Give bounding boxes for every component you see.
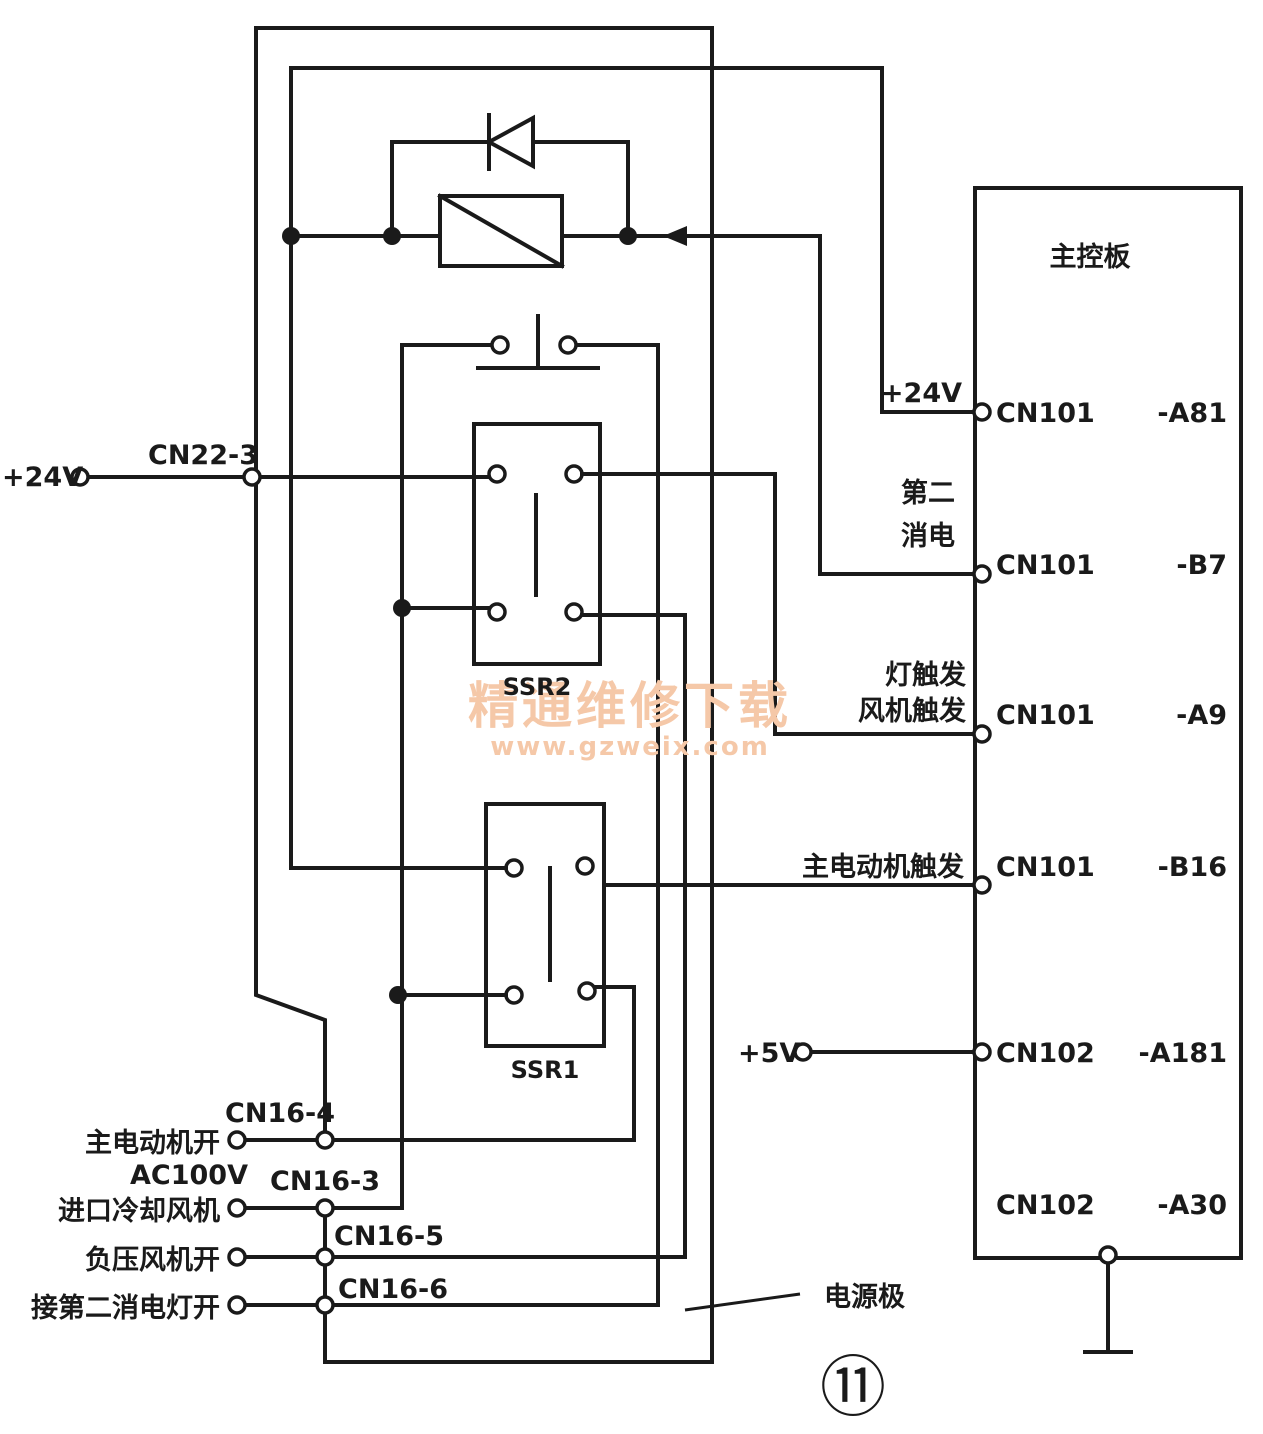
junction-dot — [393, 599, 411, 617]
figure-number: ⑪ — [820, 1349, 886, 1426]
lamp-terminal — [227, 1295, 247, 1315]
pin-label: -A81 — [1157, 398, 1227, 429]
cn16-4-label: CN16-4 — [225, 1098, 335, 1129]
junction-dot — [619, 227, 637, 245]
diode-icon — [484, 114, 535, 170]
wire-second-discharge — [818, 234, 980, 576]
connector-label: CN101 — [996, 550, 1095, 581]
switch-terminal-left — [490, 335, 510, 355]
second-discharge-lamp-label: 接第二消电灯开 — [31, 1292, 220, 1324]
cn101-a81-terminal — [972, 402, 992, 422]
junction-dot — [282, 227, 300, 245]
cn16-5-label: CN16-5 — [334, 1221, 444, 1252]
watermark-title: 精通维修下载 — [468, 676, 792, 735]
wire-24v-top — [289, 66, 980, 870]
pin-label: -B7 — [1176, 550, 1227, 581]
cn101-b7-terminal — [972, 564, 992, 584]
ssr1-box — [484, 802, 606, 1048]
power-board-pointer — [684, 1292, 801, 1312]
wire-ssr2-out — [580, 613, 687, 1259]
inlet-fan-terminal — [227, 1198, 247, 1218]
pin-label: -A181 — [1139, 1038, 1227, 1069]
ssr2-label: SSR2 — [503, 673, 572, 701]
ssr1-terminal — [504, 985, 524, 1005]
ground-terminal — [1098, 1245, 1118, 1265]
connector-label: CN102 — [996, 1190, 1095, 1221]
v5-label: +5V — [738, 1038, 800, 1069]
connector-label: CN101 — [996, 398, 1095, 429]
power-board-label: 电源极 — [824, 1282, 905, 1313]
wire-switch-left — [400, 343, 502, 997]
main-board-title: 主控板 — [1050, 242, 1131, 273]
inlet-cooling-fan-label: 进口冷却风机 — [58, 1196, 220, 1227]
pin-label: -A30 — [1157, 1190, 1227, 1221]
arrow-icon — [663, 226, 687, 246]
second-discharge-label-2: 消电 — [901, 521, 955, 552]
connector-label: CN101 — [996, 852, 1095, 883]
main-motor-trigger-label: 主电动机触发 — [802, 851, 964, 883]
switch-terminal-right — [558, 335, 578, 355]
ssr2-terminal — [487, 464, 507, 484]
input-24v-terminal — [70, 467, 90, 487]
ssr2-terminal — [487, 602, 507, 622]
input-5v-terminal — [793, 1042, 813, 1062]
junction-dot — [383, 227, 401, 245]
ssr2-terminal — [564, 602, 584, 622]
cn16-5-terminal — [315, 1247, 335, 1267]
ssr1-terminal — [575, 856, 595, 876]
connector-label: CN101 — [996, 700, 1095, 731]
ssr2-terminal — [564, 464, 584, 484]
pin-label: -A9 — [1176, 700, 1227, 731]
v24-label: +24V — [881, 378, 962, 409]
neg-fan-terminal — [227, 1247, 247, 1267]
cn16-6-terminal — [315, 1295, 335, 1315]
pin-label: -B16 — [1158, 852, 1227, 883]
cn16-4-terminal — [315, 1130, 335, 1150]
ssr2-box — [472, 422, 602, 666]
cn22-3-label: CN22-3 — [148, 440, 258, 471]
ssr1-terminal — [504, 858, 524, 878]
wire-lamp-fan-trigger — [580, 472, 980, 736]
cn16-6-label: CN16-6 — [338, 1274, 448, 1305]
second-discharge-label-1: 第二 — [901, 477, 955, 509]
ssr1-label: SSR1 — [511, 1056, 580, 1084]
cn101-b16-terminal — [972, 875, 992, 895]
power-board-outline — [254, 26, 714, 1364]
fan-trigger-label: 风机触发 — [858, 695, 966, 727]
wire-switch-right — [566, 343, 660, 1307]
ac100v-label: AC100V — [130, 1160, 248, 1191]
cn16-3-label: CN16-3 — [270, 1166, 380, 1197]
watermark-url: www.gzweix.com — [490, 732, 770, 762]
neg-pressure-fan-label: 负压风机开 — [85, 1245, 220, 1276]
main-motor-on-terminal — [227, 1130, 247, 1150]
main-motor-on-label: 主电动机开 — [85, 1128, 220, 1159]
cn102-a181-terminal — [972, 1042, 992, 1062]
lamp-trigger-label: 灯触发 — [885, 659, 966, 691]
wire-ssr1-out — [331, 985, 636, 1142]
junction-dot — [389, 986, 407, 1004]
wire-diode — [390, 140, 630, 238]
relay-coil-diagonal — [437, 193, 565, 269]
relay-coil-icon — [438, 194, 564, 268]
input-24v-label: +24V — [2, 462, 83, 493]
ssr1-terminal — [577, 981, 597, 1001]
cn16-3-terminal — [315, 1198, 335, 1218]
connector-label: CN102 — [996, 1038, 1095, 1069]
cn22-3-terminal — [242, 467, 262, 487]
cn101-a9-terminal — [972, 724, 992, 744]
